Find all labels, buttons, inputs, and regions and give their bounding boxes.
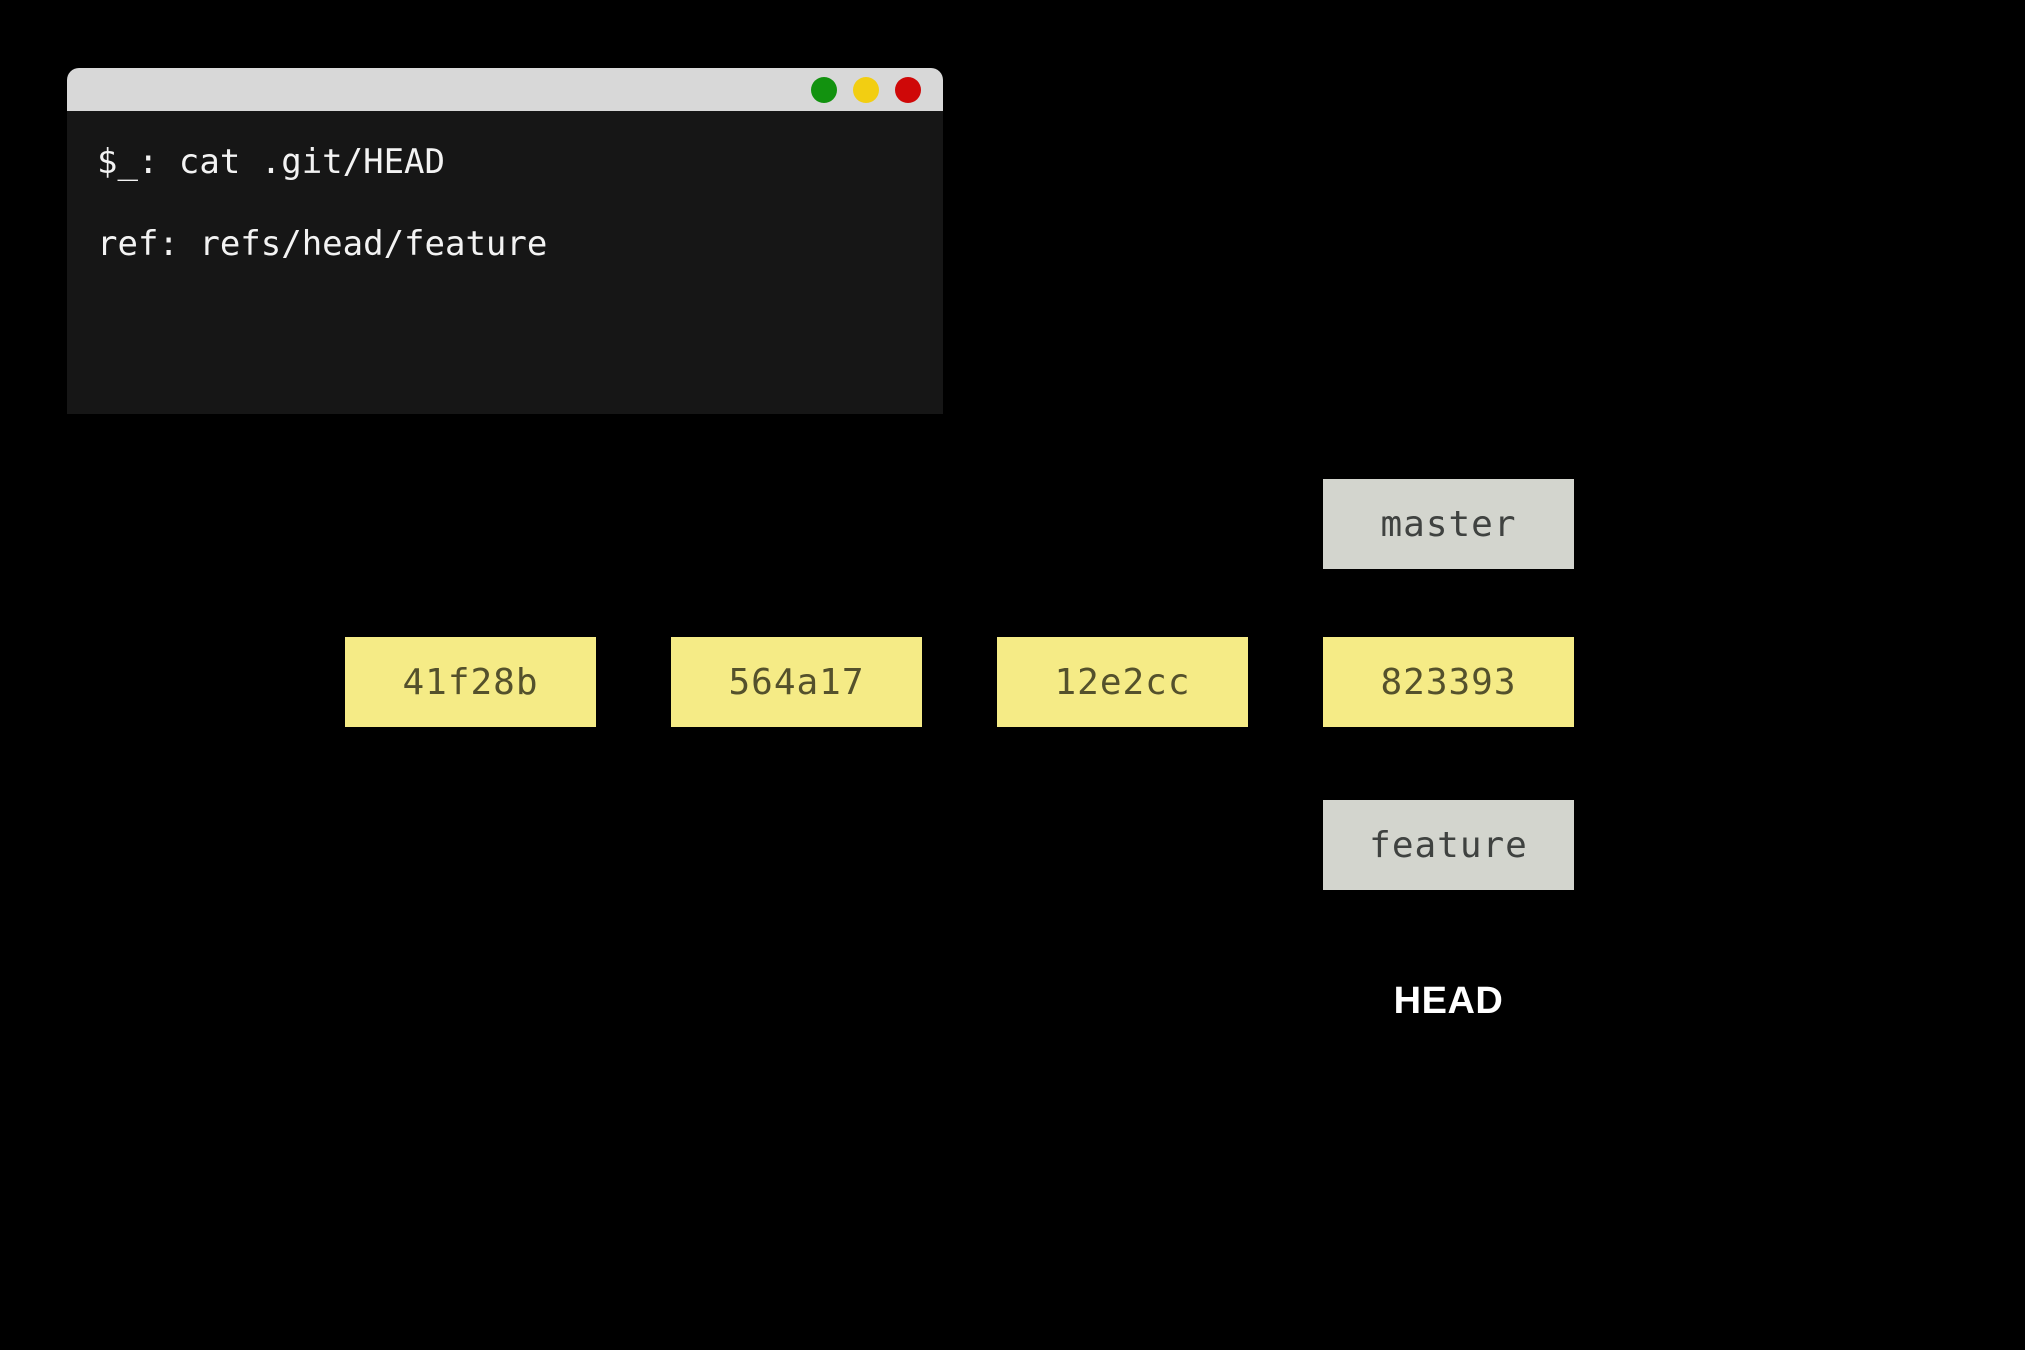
commit-sha-text: 823393 <box>1380 661 1517 703</box>
terminal-output-area[interactable]: $_: cat .git/HEAD ref: refs/head/feature <box>67 111 943 414</box>
minimize-icon[interactable] <box>811 76 837 103</box>
branch-label-feature[interactable]: feature <box>1323 800 1574 890</box>
head-pointer-label: HEAD <box>1393 980 1504 1022</box>
commit-node-564a17[interactable]: 564a17 <box>671 637 922 727</box>
commit-node-823393[interactable]: 823393 <box>1323 637 1574 727</box>
terminal-output-line: ref: refs/head/feature <box>97 224 548 264</box>
branch-label-master[interactable]: master <box>1323 479 1574 569</box>
maximize-icon[interactable] <box>853 76 879 103</box>
commit-node-12e2cc[interactable]: 12e2cc <box>997 637 1248 727</box>
branch-label-feature-text: feature <box>1369 824 1528 866</box>
terminal-window: $_: cat .git/HEAD ref: refs/head/feature <box>67 68 943 414</box>
window-controls <box>811 76 921 103</box>
commit-sha-text: 12e2cc <box>1054 661 1191 703</box>
branch-label-master-text: master <box>1380 503 1517 545</box>
close-icon[interactable] <box>895 76 921 103</box>
commit-sha-text: 41f28b <box>402 661 539 703</box>
commit-node-41f28b[interactable]: 41f28b <box>345 637 596 727</box>
terminal-titlebar[interactable] <box>67 68 943 111</box>
commit-sha-text: 564a17 <box>728 661 865 703</box>
terminal-command-line: $_: cat .git/HEAD <box>97 142 445 182</box>
